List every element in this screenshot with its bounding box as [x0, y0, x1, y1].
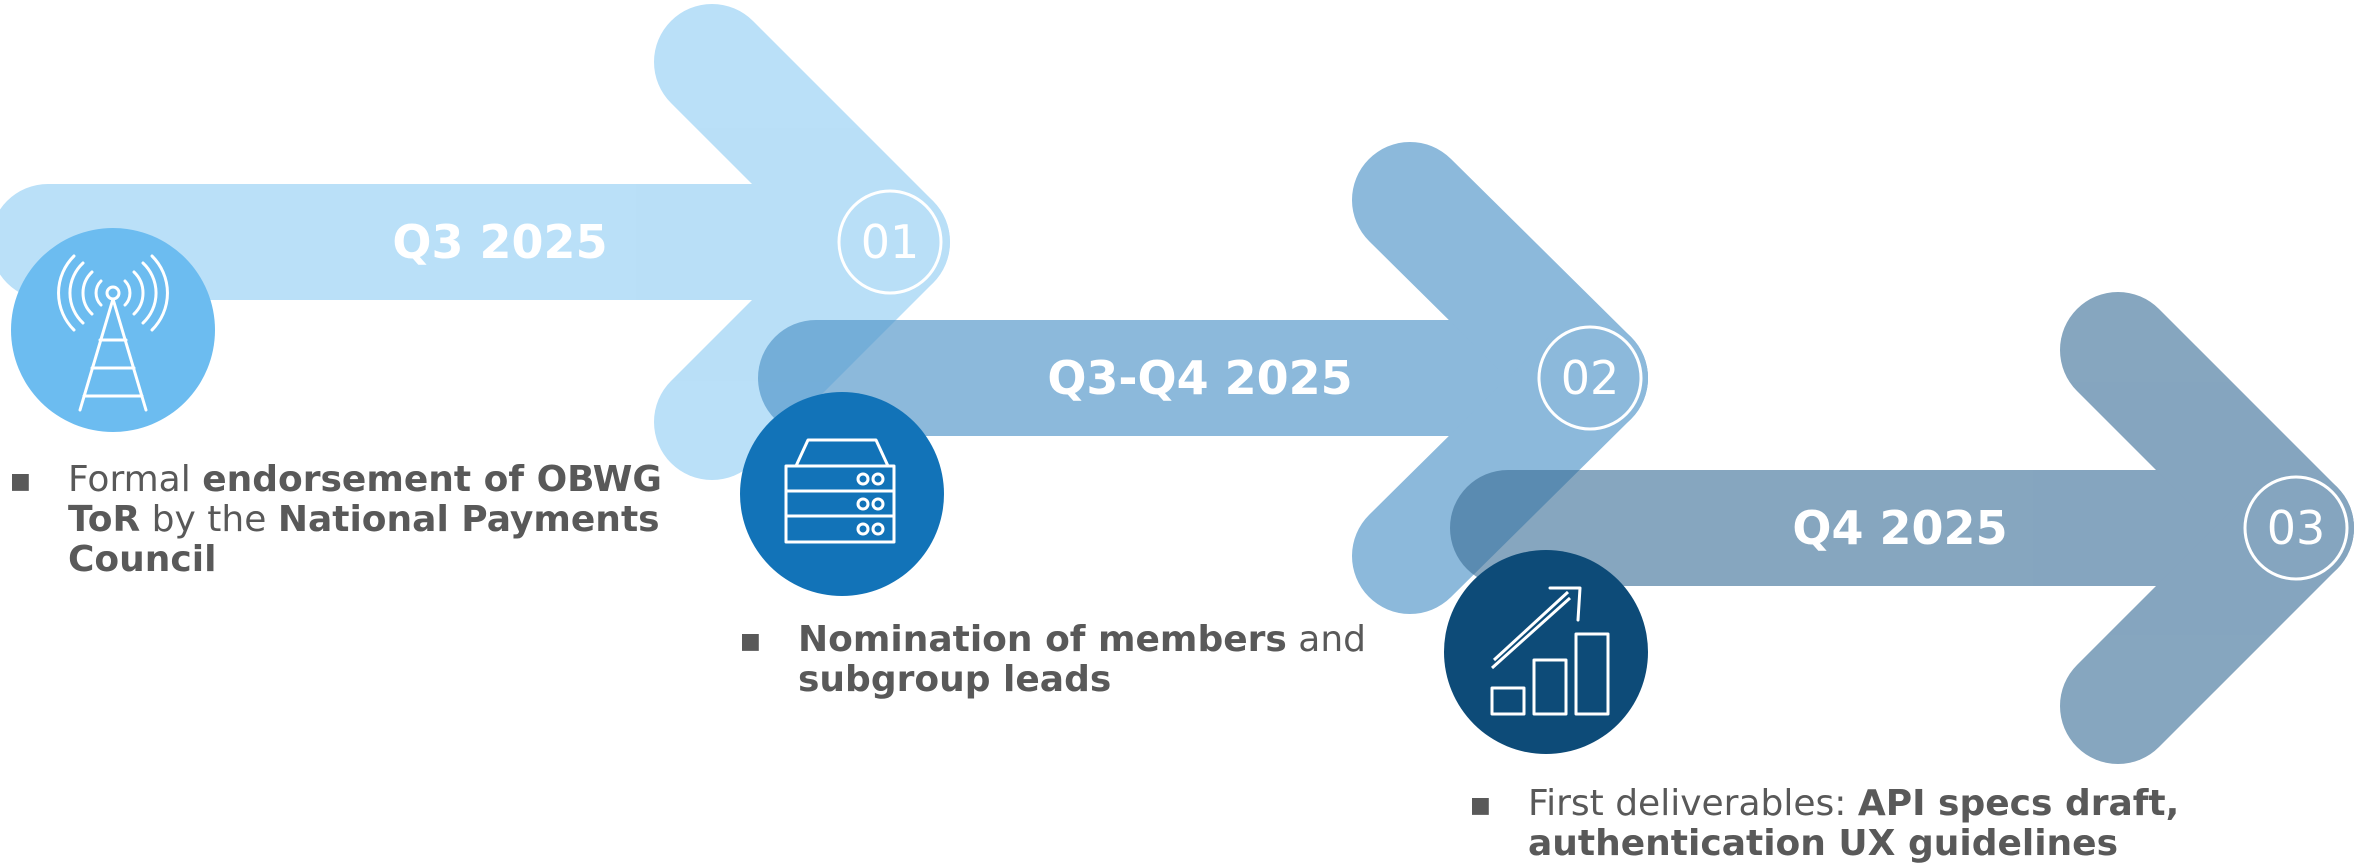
description-text: Formal endorsement of OBWG ToR by the Na…	[68, 460, 662, 580]
text-run: by the	[140, 499, 278, 540]
icon-circle	[1444, 550, 1648, 754]
step-number: 02	[1561, 351, 1620, 405]
arrow-step-3: Q4 2025 03	[1450, 292, 2354, 764]
description-line: Formal endorsement of OBWG	[68, 460, 662, 500]
step-3-icon-badge	[1444, 550, 1648, 754]
step-number-ring	[1537, 325, 1643, 431]
step-number-ring	[837, 189, 943, 295]
text-run-bold: authentication UX guidelines	[1528, 823, 2119, 864]
description-line: Nomination of members and	[798, 620, 1366, 660]
text-run-bold: Nomination of members	[798, 619, 1287, 660]
growth-chart-icon	[1490, 586, 1610, 716]
step-number-ring	[2243, 475, 2349, 581]
period-label: Q4 2025	[1792, 501, 2007, 555]
text-run-bold: National Payments	[277, 499, 660, 540]
description-text: Nomination of members and subgroup leads	[798, 620, 1366, 700]
chevron-lower	[1352, 320, 1648, 614]
text-run: First deliverables:	[1528, 783, 1858, 824]
bullet-marker: ■	[10, 469, 31, 494]
description-line: Council	[68, 540, 662, 580]
text-run-bold: subgroup leads	[798, 659, 1112, 700]
chevron-lower	[2060, 470, 2354, 764]
step-1-icon-badge	[11, 228, 215, 432]
bullet-marker: ■	[1470, 793, 1491, 818]
description-line: authentication UX guidelines	[1528, 824, 2179, 864]
arrow-step-2: Q3-Q4 2025 02	[758, 142, 1648, 614]
bullet-marker: ■	[740, 629, 761, 654]
description-line: subgroup leads	[798, 660, 1366, 700]
step-2-icon-badge	[740, 392, 944, 596]
text-run: Formal	[68, 459, 203, 500]
server-icon	[784, 438, 896, 544]
step-number: 01	[861, 215, 920, 269]
text-run-bold: ToR	[68, 499, 141, 540]
description-line: ToR by the National Payments	[68, 500, 662, 540]
text-run-bold: endorsement of OBWG	[202, 459, 662, 500]
description-text: First deliverables: API specs draft, aut…	[1528, 784, 2179, 864]
text-run-bold: API specs draft,	[1857, 783, 2180, 824]
description-line: First deliverables: API specs draft,	[1528, 784, 2179, 824]
period-label: Q3 2025	[392, 215, 607, 269]
icon-circle	[11, 228, 215, 432]
step-number: 03	[2267, 501, 2326, 555]
text-run: and	[1286, 619, 1366, 660]
icon-circle	[740, 392, 944, 596]
cell-tower-icon	[57, 254, 169, 412]
period-label: Q3-Q4 2025	[1047, 351, 1352, 405]
text-run-bold: Council	[68, 539, 217, 580]
